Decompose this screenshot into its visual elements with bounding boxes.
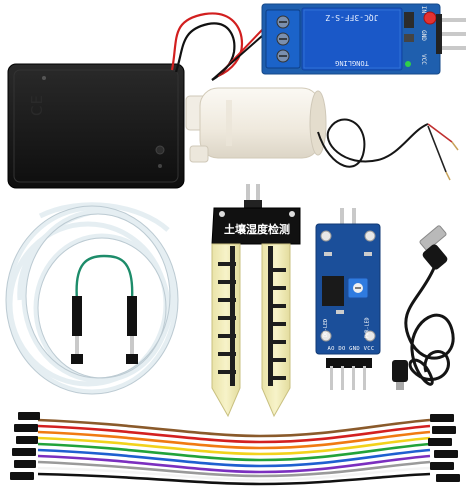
ribbon-connectors-left: [10, 412, 40, 480]
silicone-tube: [5, 202, 179, 395]
usb-cable: [392, 225, 455, 390]
soil-moisture-probe: [211, 184, 301, 418]
sensor-module: [315, 208, 381, 390]
battery-box: [7, 63, 185, 189]
pump-wire: [317, 118, 429, 168]
rainbow-ribbon-cable: [37, 418, 431, 486]
relay-module: [261, 3, 466, 75]
water-pump: [185, 87, 327, 163]
jumper-wire: [71, 254, 138, 364]
battery-red-wire: [170, 12, 244, 78]
ribbon-connectors-right: [428, 414, 460, 482]
